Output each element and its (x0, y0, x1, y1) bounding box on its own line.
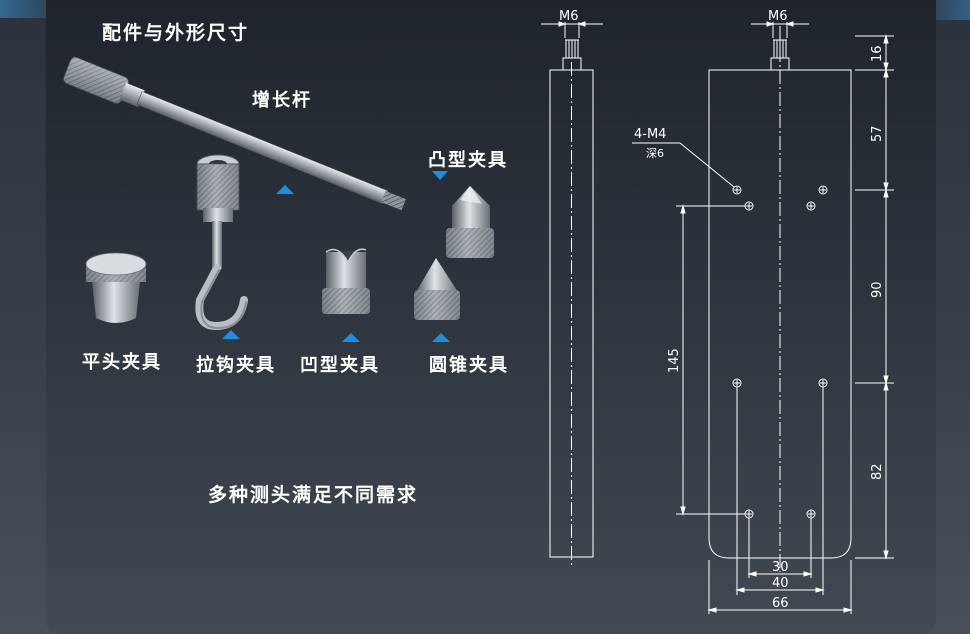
label-cone-clamp: 圆锥夹具 (429, 355, 509, 376)
dim-82: 82 (870, 463, 885, 480)
convex-clamp-image (446, 186, 494, 258)
holes-note: 4-M4 (634, 127, 666, 142)
tagline: 多种测头满足不同需求 (208, 484, 419, 506)
flat-clamp-image (85, 252, 147, 323)
side-view (541, 21, 603, 565)
dim-145: 145 (667, 348, 682, 373)
dim-30: 30 (772, 560, 789, 575)
dim-90: 90 (870, 281, 885, 298)
hook-clamp-image (195, 154, 248, 331)
extension-rod-image (62, 56, 406, 211)
front-view (632, 21, 894, 614)
page-title: 配件与外形尺寸 (102, 22, 250, 44)
content-panel (46, 0, 936, 634)
label-hook-clamp: 拉钩夹具 (196, 355, 276, 376)
concave-clamp-image (322, 248, 370, 314)
holes-depth: 深6 (646, 147, 664, 160)
dim-side-thread: M6 (559, 9, 579, 24)
dim-front-thread: M6 (768, 9, 788, 24)
label-concave-clamp: 凹型夹具 (300, 355, 380, 376)
cone-clamp-image (414, 258, 460, 320)
label-flat-clamp: 平头夹具 (82, 352, 162, 373)
dim-66: 66 (772, 596, 789, 611)
triangle-up-icon (342, 333, 360, 342)
pointer-triangles (222, 171, 450, 342)
dim-16: 16 (870, 45, 885, 62)
triangle-up-icon (276, 185, 294, 194)
triangle-up-icon (432, 333, 450, 342)
triangle-down-icon (432, 171, 448, 180)
triangle-up-icon (222, 330, 240, 339)
dim-57: 57 (870, 125, 885, 142)
label-convex-clamp: 凸型夹具 (428, 150, 508, 171)
label-extension-rod: 增长杆 (252, 90, 312, 111)
dim-40: 40 (772, 576, 789, 591)
